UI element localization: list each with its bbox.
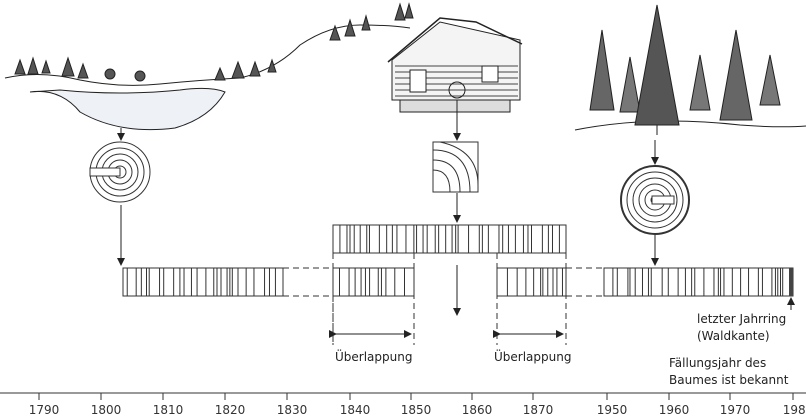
axis-tick-label: 1850 — [401, 403, 432, 417]
felling-line2: Baumes ist bekannt — [669, 373, 789, 387]
axis-tick-label: 1840 — [340, 403, 371, 417]
axis-tick-label: 1950 — [597, 403, 628, 417]
dashed-connectors — [283, 253, 604, 345]
bar-living-tree — [603, 267, 794, 297]
flow-arrows — [117, 100, 795, 316]
axis-tick-label: 1790 — [29, 403, 60, 417]
tree-cross-section — [620, 165, 690, 235]
axis-tick-label: 1960 — [659, 403, 690, 417]
ring-width-sequences — [122, 224, 794, 297]
overlap-label-right: Überlappung — [494, 350, 572, 364]
year-axis: 1790 1800 1810 1820 1830 1840 1850 1860 1870 1950… — [0, 392, 806, 417]
axis-tick-label: 1870 — [523, 403, 554, 417]
bar-overlap-left — [332, 267, 415, 297]
forest-illustration — [574, 4, 806, 135]
axis-tick-label: 1820 — [215, 403, 246, 417]
lake-log-cross-section — [89, 141, 151, 203]
bark-edge — [789, 268, 793, 296]
axis-tick-label: 1810 — [153, 403, 184, 417]
axis-tick-label: 1970 — [720, 403, 751, 417]
house-beam-section — [432, 141, 479, 193]
axis-tick-label: 1980 — [783, 403, 806, 417]
bar-overlap-right — [496, 267, 567, 297]
felling-line1: Fällungsjahr des — [669, 356, 767, 370]
lake-landscape-illustration — [4, 2, 414, 131]
last-ring-line1: letzter Jahrring — [697, 312, 787, 326]
axis-tick-label: 1860 — [462, 403, 493, 417]
felling-year-label: Fällungsjahr des Baumes ist bekannt — [669, 355, 788, 389]
log-house-illustration — [387, 17, 523, 113]
axis-tick-label: 1830 — [277, 403, 308, 417]
bar-lake-log — [122, 267, 284, 297]
axis-tick-label: 1800 — [91, 403, 122, 417]
last-ring-line2: (Waldkante) — [697, 329, 770, 343]
last-ring-label: letzter Jahrring (Waldkante) — [697, 311, 786, 345]
overlap-label-left: Überlappung — [335, 350, 413, 364]
bar-house-beam — [332, 224, 567, 254]
